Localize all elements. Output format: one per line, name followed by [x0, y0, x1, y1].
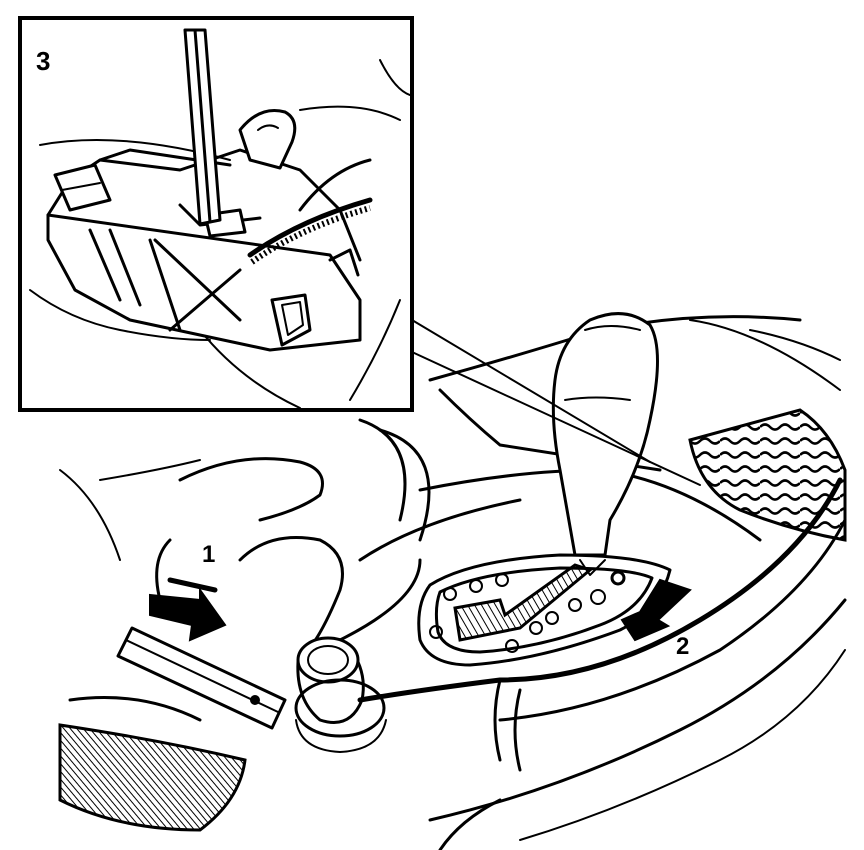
floor-carpet-rear	[58, 723, 247, 832]
gear-selector-bezel	[417, 553, 672, 667]
detail-leader-line-upper	[411, 319, 651, 463]
arrow-2	[620, 578, 692, 642]
floor-carpet-right	[688, 408, 847, 542]
panel-screw	[250, 695, 260, 705]
bezel-screw	[610, 570, 626, 586]
detail-leader-line-lower	[411, 351, 701, 486]
trim-panel-tool	[116, 626, 287, 730]
arrow-1	[149, 577, 227, 642]
callout-label-1: 1	[202, 541, 215, 568]
callout-label-3: 3	[36, 46, 50, 76]
callout-label-2: 2	[676, 633, 689, 660]
gear-lever	[551, 312, 659, 576]
cup-holder-area	[59, 418, 431, 753]
center-console	[338, 315, 847, 850]
gear-gate-slot	[453, 563, 594, 642]
detail-inset: 3	[18, 16, 414, 412]
